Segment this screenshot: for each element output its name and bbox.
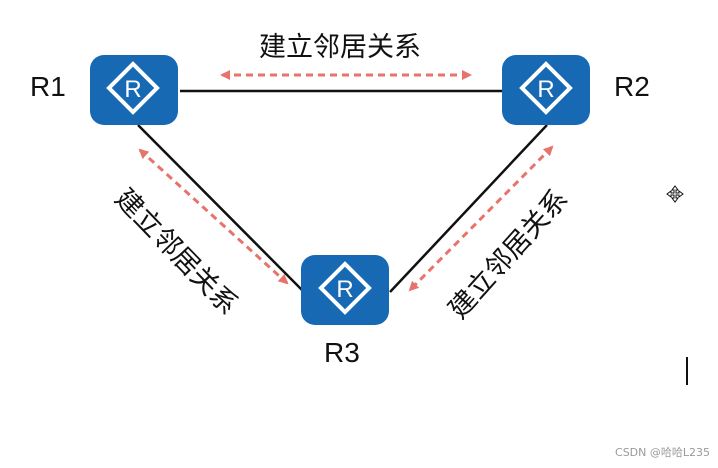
router-label-r3: R3	[324, 337, 360, 368]
neighbor-arrow-r2-r3	[408, 145, 554, 292]
move-cursor-icon	[666, 185, 684, 203]
router-r1: R	[90, 55, 178, 125]
text-cursor-icon	[686, 357, 688, 385]
neighbor-arrow-r1-r3	[138, 148, 289, 285]
router-icon: R	[318, 261, 372, 315]
router-label-r2: R2	[614, 71, 650, 102]
router-icon: R	[106, 61, 160, 115]
neighbor-label-r1-r3: 建立邻居关系	[109, 183, 244, 321]
link-r1-r3	[137, 124, 305, 293]
neighbor-label-r2-r3: 建立邻居关系	[443, 184, 574, 325]
router-icon-letter: R	[336, 276, 353, 303]
link-r2-r3	[389, 124, 548, 293]
router-icon-letter: R	[124, 76, 141, 103]
neighbor-label-r1-r2: 建立邻居关系	[259, 32, 421, 63]
watermark: CSDN @哈哈L235	[615, 446, 710, 459]
router-label-r1: R1	[30, 71, 66, 102]
router-r3: R	[301, 255, 389, 325]
router-r2: R	[502, 55, 590, 125]
router-icon-letter: R	[537, 76, 554, 103]
router-icon: R	[519, 61, 573, 115]
